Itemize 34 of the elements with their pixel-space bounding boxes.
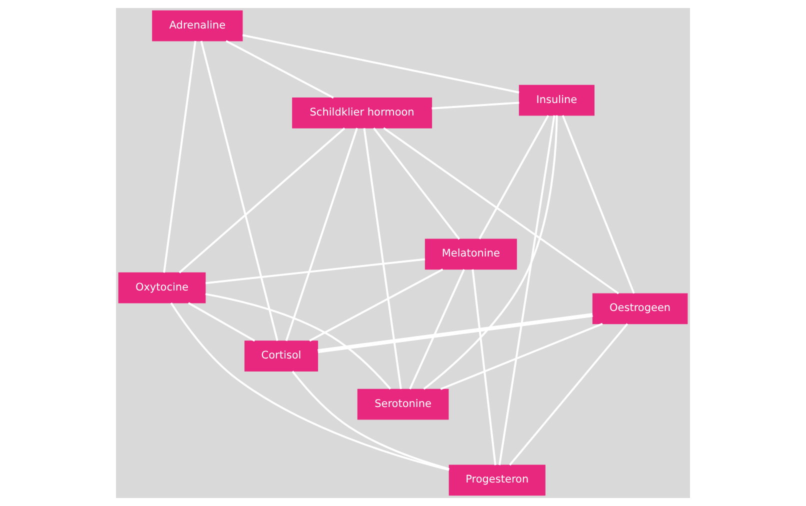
connector xyxy=(188,302,256,342)
connector xyxy=(478,115,550,240)
connector xyxy=(292,370,450,470)
connector xyxy=(242,34,520,94)
connector xyxy=(383,127,620,294)
connector xyxy=(170,302,450,471)
connector xyxy=(432,102,520,110)
connector xyxy=(163,40,196,273)
connector xyxy=(226,40,334,99)
connector xyxy=(509,323,628,466)
connector xyxy=(363,128,402,390)
connector xyxy=(206,258,426,284)
node-box: Melatonine xyxy=(424,238,517,270)
connector xyxy=(423,115,558,390)
node-box: Cortisol xyxy=(244,340,318,372)
connector xyxy=(498,115,556,466)
connector xyxy=(205,293,392,390)
connector xyxy=(309,268,444,342)
node-box: Adrenaline xyxy=(152,10,243,42)
node-box: Insuline xyxy=(518,84,594,116)
connector xyxy=(562,115,635,294)
connector xyxy=(318,313,593,354)
connector xyxy=(285,128,358,342)
node-box: Oxytocine xyxy=(118,272,206,304)
connector xyxy=(472,269,496,466)
connector xyxy=(409,269,465,390)
node-box: Schildklier hormoon xyxy=(292,97,432,128)
node-box: Serotonine xyxy=(357,388,449,420)
connector xyxy=(178,127,346,274)
connector xyxy=(440,322,603,390)
connector xyxy=(373,128,460,240)
node-box: Progesteron xyxy=(448,464,546,496)
node-box: Oestrogeen xyxy=(592,293,688,324)
connector xyxy=(200,40,278,341)
